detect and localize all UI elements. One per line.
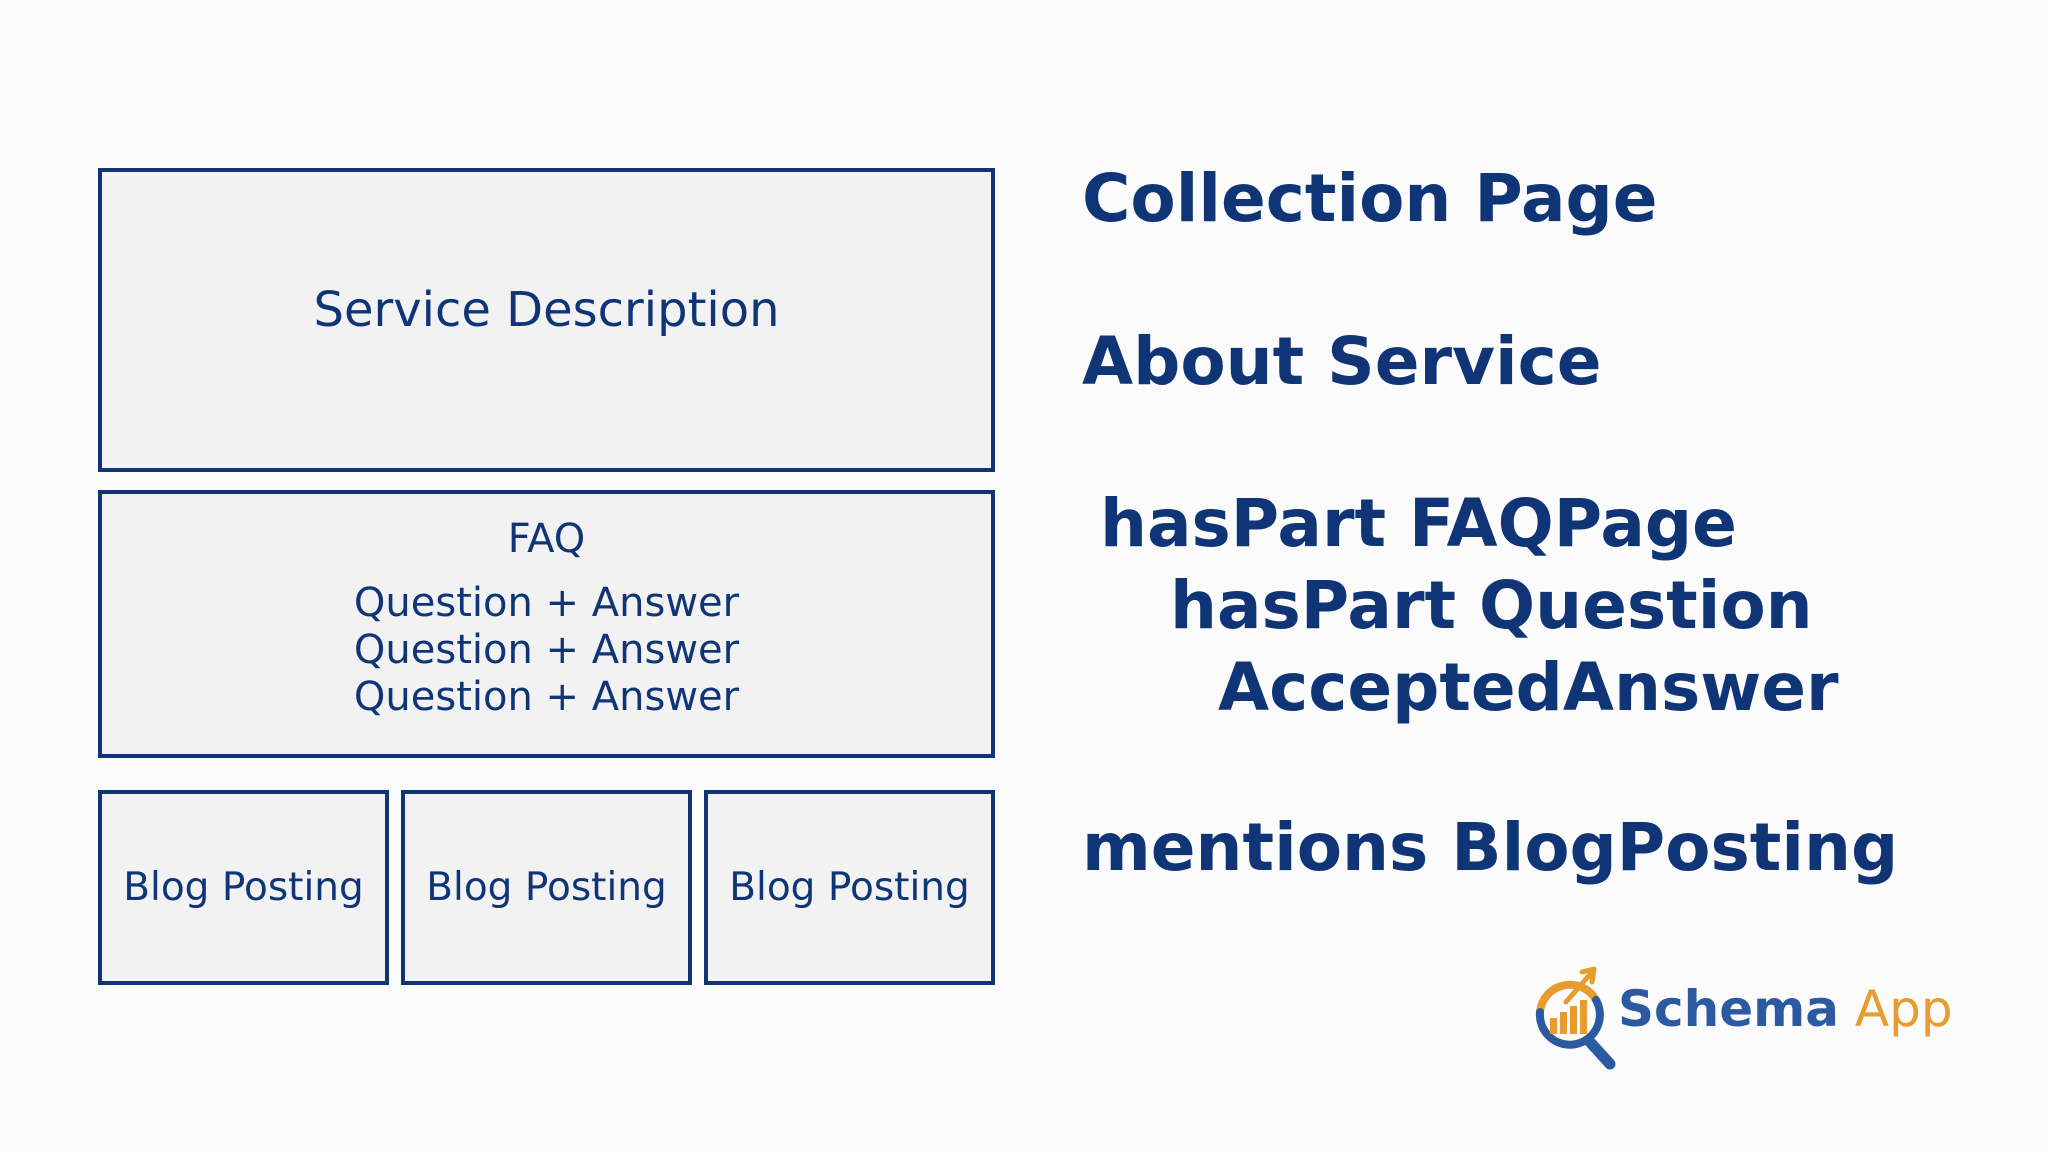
faq-question-item: Question + Answer bbox=[353, 674, 740, 720]
blog-posting-label: Blog Posting bbox=[729, 865, 970, 910]
blog-posting-box: Blog Posting bbox=[401, 790, 692, 985]
logo-word-app: App bbox=[1854, 980, 1953, 1038]
faq-question-item: Question + Answer bbox=[353, 580, 740, 626]
faq-question-list: Question + Answer Question + Answer Ques… bbox=[102, 580, 991, 721]
about-service-label: About Service bbox=[1082, 323, 1602, 400]
blog-posting-box: Blog Posting bbox=[704, 790, 995, 985]
magnifier-chart-icon bbox=[1535, 966, 1616, 1070]
schema-app-logo: Schema App bbox=[1530, 960, 1970, 1070]
blog-posting-label: Blog Posting bbox=[123, 865, 364, 910]
faq-question-item: Question + Answer bbox=[353, 627, 740, 673]
blog-posting-label: Blog Posting bbox=[426, 865, 667, 910]
accepted-answer-label: AcceptedAnswer bbox=[1218, 649, 1839, 726]
blog-posting-box: Blog Posting bbox=[98, 790, 389, 985]
faq-title: FAQ bbox=[507, 516, 586, 562]
mentions-blogposting-label: mentions BlogPosting bbox=[1082, 809, 1899, 886]
collection-page-label: Collection Page bbox=[1082, 160, 1658, 237]
haspart-question-label: hasPart Question bbox=[1170, 567, 1813, 644]
haspart-faqpage-label: hasPart FAQPage bbox=[1100, 485, 1737, 562]
service-description-label: Service Description bbox=[313, 282, 780, 338]
logo-wordmark: Schema App bbox=[1618, 984, 1953, 1034]
logo-word-schema: Schema bbox=[1618, 980, 1839, 1038]
service-description-box: Service Description bbox=[98, 168, 995, 472]
faq-box: FAQ Question + Answer Question + Answer … bbox=[98, 490, 995, 758]
